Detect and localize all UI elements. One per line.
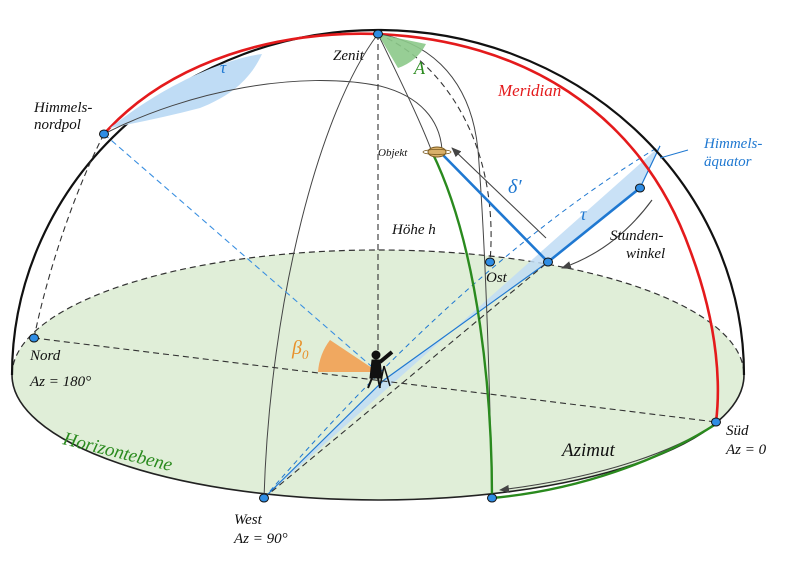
label-meridian: Meridian xyxy=(497,81,561,100)
label-ost: Ost xyxy=(486,270,508,286)
label-objekt: Objekt xyxy=(378,147,408,159)
label-tau-right: τ xyxy=(580,204,587,224)
angle-A-wedge xyxy=(378,34,426,68)
label-himmels-aquator-1: Himmels- xyxy=(703,136,762,152)
label-stunden-1: Stunden- xyxy=(610,228,663,244)
nord-dashed-arc xyxy=(33,133,105,339)
label-himmels-aquator-2: äquator xyxy=(704,154,752,170)
label-nord: Nord xyxy=(29,348,61,364)
label-zenit: Zenit xyxy=(333,48,365,64)
hour-circle-arc xyxy=(377,33,433,153)
label-az-sued: Az = 0 xyxy=(725,442,767,458)
equator-plane xyxy=(264,146,660,498)
nordpol-point xyxy=(99,129,109,139)
west-east-line xyxy=(263,261,549,499)
label-west: West xyxy=(234,512,263,528)
meridian-arc xyxy=(103,32,720,423)
azimut-end-point xyxy=(487,493,497,503)
ost-dashed-arc xyxy=(377,33,492,263)
west-vertical-arc xyxy=(263,33,379,499)
object-icon xyxy=(422,146,452,158)
label-A: A xyxy=(413,58,426,78)
west-point xyxy=(259,493,269,503)
equator-point xyxy=(543,257,553,267)
pole-hour-arc xyxy=(103,80,443,151)
declination-arc xyxy=(439,151,549,263)
label-az-west: Az = 90° xyxy=(233,531,288,547)
horizon-back-edge xyxy=(11,249,745,376)
north-south-line xyxy=(33,337,717,423)
azimut-arc xyxy=(491,422,717,500)
tau-top-wedge xyxy=(110,54,262,128)
label-stunden-2: winkel xyxy=(626,246,665,262)
label-sued: Süd xyxy=(726,423,749,439)
label-tau-top: τ xyxy=(220,58,227,77)
sued-point xyxy=(711,417,721,427)
equator-arc-back xyxy=(263,145,661,499)
label-himmels: Himmels- xyxy=(33,100,92,116)
delta-arrow xyxy=(451,147,547,239)
angle-beta-wedge xyxy=(318,340,378,372)
label-delta: δ′ xyxy=(508,176,522,198)
tau-right-arc xyxy=(547,186,641,264)
zenit-point xyxy=(373,29,383,39)
ost-point xyxy=(485,257,495,267)
polar-axis xyxy=(103,133,379,373)
label-beta: β0 xyxy=(291,337,309,362)
observer-icon xyxy=(367,350,394,389)
label-hoehe: Höhe h xyxy=(391,222,436,238)
label-az-nord: Az = 180° xyxy=(29,374,91,390)
label-nordpol: nordpol xyxy=(34,117,81,133)
stundenwinkel-arrow xyxy=(561,199,653,269)
nord-point xyxy=(29,333,39,343)
aquator-pointer xyxy=(659,149,689,159)
meridian-equator-point xyxy=(635,183,645,193)
label-azimut: Azimut xyxy=(560,440,616,461)
altitude-arc xyxy=(430,151,494,499)
